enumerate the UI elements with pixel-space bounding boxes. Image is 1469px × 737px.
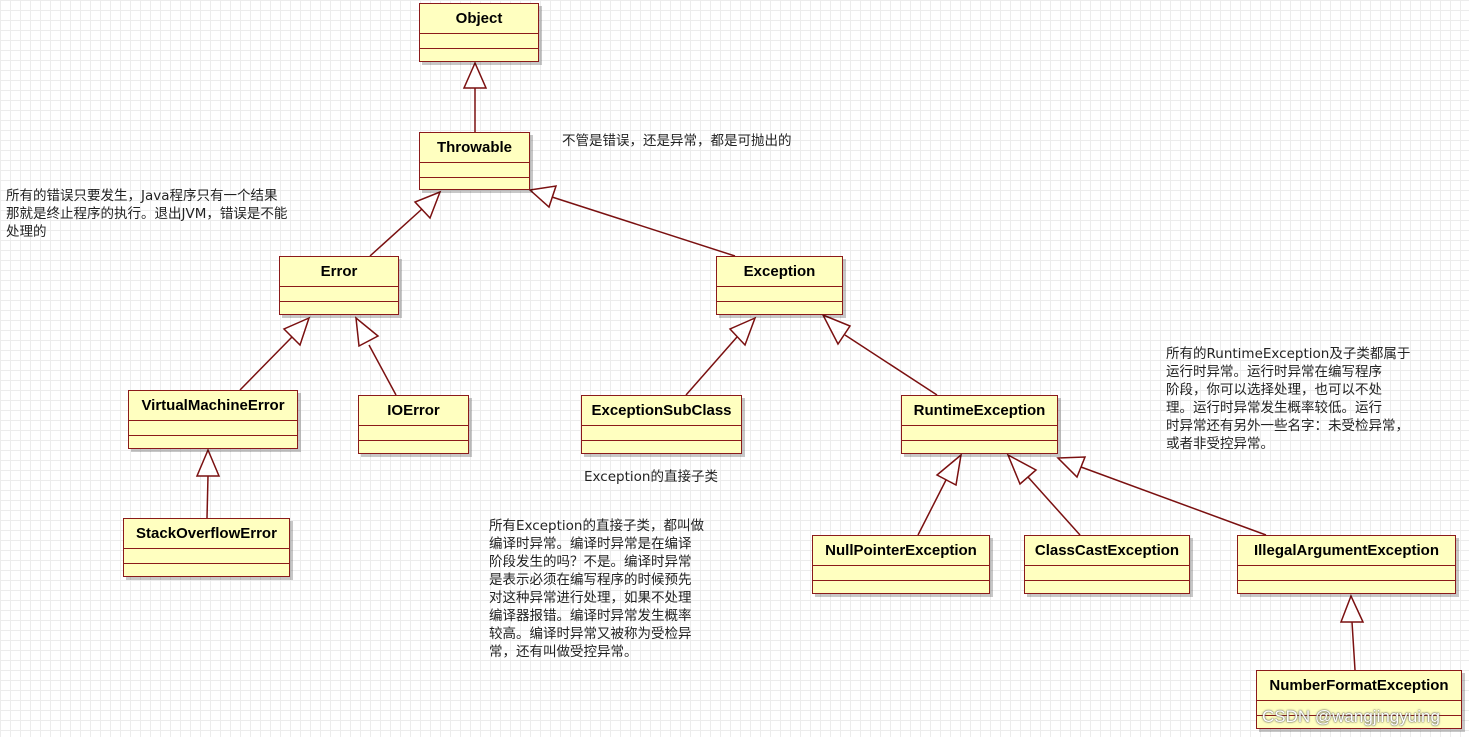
arrowhead-throwable-left: [413, 190, 442, 220]
attributes-compartment: [420, 163, 529, 178]
class-name: RuntimeException: [902, 396, 1057, 426]
operations-compartment: [124, 564, 289, 576]
class-runtime-exception[interactable]: RuntimeException: [901, 395, 1058, 454]
arrowhead-runtime-mid: [1006, 453, 1038, 486]
class-name: NullPointerException: [813, 536, 989, 566]
class-name: Error: [280, 257, 398, 287]
class-null-pointer-exception[interactable]: NullPointerException: [812, 535, 990, 594]
attributes-compartment: [280, 287, 398, 302]
link-npe-runtime: [917, 479, 947, 536]
arrowhead-error-right: [355, 316, 380, 348]
link-nfe-iae: [1351, 621, 1356, 671]
watermark: CSDN @wangjingyuing: [1262, 707, 1440, 726]
class-name: VirtualMachineError: [129, 391, 297, 421]
arrowhead-exception-left: [728, 316, 757, 347]
arrowhead-runtime-left: [935, 453, 963, 487]
arrowhead-vme: [195, 448, 221, 477]
link-exception-throwable: [551, 196, 736, 257]
operations-compartment: [280, 302, 398, 314]
link-ioerror-error: [368, 344, 397, 396]
class-name: Throwable: [420, 133, 529, 163]
link-cce-runtime: [1027, 476, 1081, 536]
link-error-throwable: [369, 208, 423, 257]
attributes-compartment: [717, 287, 842, 302]
class-name: ClassCastException: [1025, 536, 1189, 566]
operations-compartment: [1238, 581, 1455, 593]
class-number-format-exception[interactable]: NumberFormatException: [1256, 670, 1462, 729]
class-throwable[interactable]: Throwable: [419, 132, 530, 190]
class-name: ExceptionSubClass: [582, 396, 741, 426]
class-exception-sub-class[interactable]: ExceptionSubClass: [581, 395, 742, 454]
class-exception[interactable]: Exception: [716, 256, 843, 315]
attributes-compartment: [1025, 566, 1189, 581]
link-iae-runtime: [1080, 466, 1267, 536]
attributes-compartment: [902, 426, 1057, 441]
class-name: StackOverflowError: [124, 519, 289, 549]
arrowhead-throwable-right: [528, 185, 558, 209]
class-name: Exception: [717, 257, 842, 287]
attributes-compartment: [129, 421, 297, 436]
attributes-compartment: [582, 426, 741, 441]
class-name: IllegalArgumentException: [1238, 536, 1455, 566]
note-throwable: 不管是错误，还是异常，都是可抛出的: [562, 133, 792, 149]
operations-compartment: [129, 436, 297, 448]
class-name: NumberFormatException: [1257, 671, 1461, 701]
class-name: Object: [420, 4, 538, 34]
arrowhead-runtime-right: [1056, 456, 1087, 479]
link-runtime-exception: [844, 334, 938, 396]
arrowhead-iae: [1339, 594, 1365, 623]
note-error: 所有的错误只要发生，Java程序只有一个结果 那就是终止程序的执行。退出JVM，…: [6, 188, 288, 240]
attributes-compartment: [420, 34, 538, 49]
arrowhead-error-left: [282, 316, 311, 347]
note-runtime-exception: 所有的RuntimeException及子类都属于 运行时异常。运行时异常在编写…: [1166, 346, 1411, 452]
link-vme-error: [239, 336, 293, 391]
class-illegal-argument-exception[interactable]: IllegalArgumentException: [1237, 535, 1456, 594]
operations-compartment: [420, 49, 538, 61]
arrowhead-object: [462, 61, 488, 89]
operations-compartment: [902, 441, 1057, 453]
class-stack-overflow-error[interactable]: StackOverflowError: [123, 518, 290, 577]
arrowhead-exception-right: [821, 313, 852, 346]
class-name: IOError: [359, 396, 468, 426]
operations-compartment: [813, 581, 989, 593]
link-soe-vme: [206, 475, 209, 519]
operations-compartment: [582, 441, 741, 453]
attributes-compartment: [1238, 566, 1455, 581]
operations-compartment: [717, 302, 842, 314]
note-checked-exception: 所有Exception的直接子类，都叫做 编译时异常。编译时异常是在编译 阶段发…: [489, 518, 704, 660]
attributes-compartment: [359, 426, 468, 441]
operations-compartment: [359, 441, 468, 453]
operations-compartment: [1025, 581, 1189, 593]
attributes-compartment: [1257, 701, 1461, 716]
class-object[interactable]: Object: [419, 3, 539, 62]
operations-compartment: [420, 178, 529, 189]
class-virtual-machine-error[interactable]: VirtualMachineError: [128, 390, 298, 449]
class-class-cast-exception[interactable]: ClassCastException: [1024, 535, 1190, 594]
link-subclass-exception: [685, 336, 738, 396]
label-exception-subclass: Exception的直接子类: [584, 469, 718, 485]
class-error[interactable]: Error: [279, 256, 399, 315]
class-io-error[interactable]: IOError: [358, 395, 469, 454]
attributes-compartment: [124, 549, 289, 564]
attributes-compartment: [813, 566, 989, 581]
